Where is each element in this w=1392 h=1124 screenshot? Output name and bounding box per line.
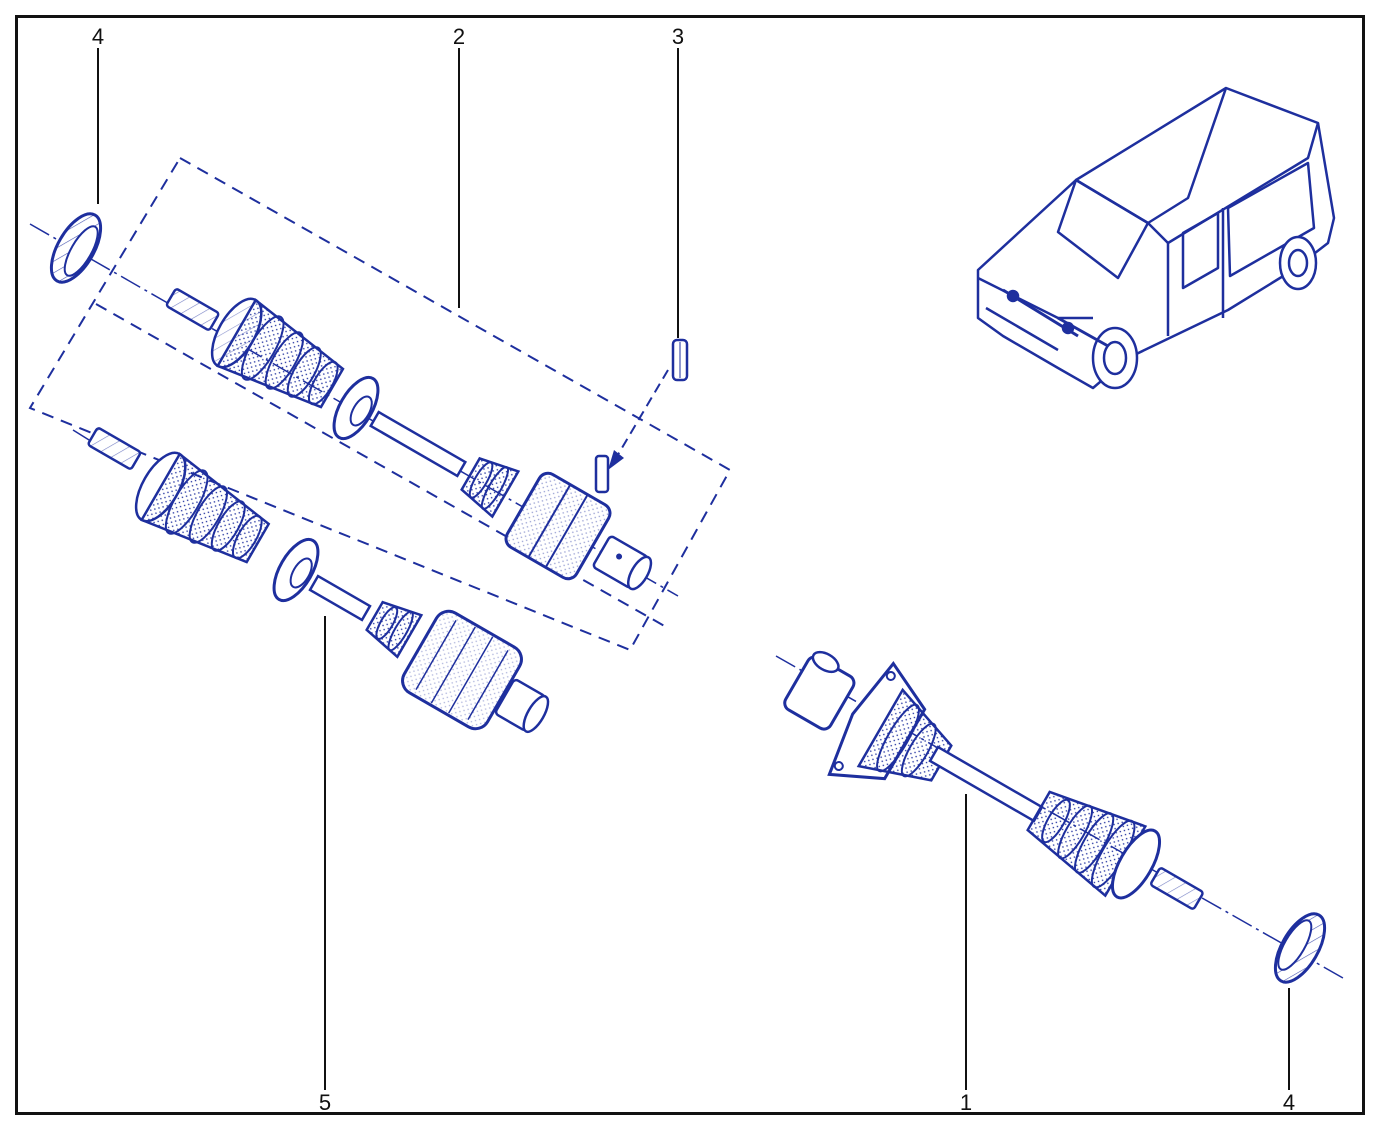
drive-shaft-upper [165, 288, 653, 591]
roll-pin-installed [594, 454, 610, 494]
roll-pin-arrow-head [608, 450, 624, 470]
parts-diagram [28, 48, 1344, 1090]
roll-pin-loose [671, 338, 689, 382]
callout-label-3: 3 [671, 24, 685, 49]
diagram-frame: 4 2 3 5 1 4 [15, 15, 1365, 1115]
drive-shaft-right [783, 650, 1204, 910]
abs-ring-bottom-right [1273, 912, 1327, 984]
exploded-group-box [28, 156, 732, 652]
drive-shaft-lower [87, 427, 550, 734]
van-illustration [976, 86, 1336, 390]
callout-label-2: 2 [452, 24, 466, 49]
callout-label-1: 1 [959, 1090, 973, 1115]
roll-pin-arrow-line [615, 369, 669, 459]
callout-label-4-bottom: 4 [1282, 1090, 1296, 1115]
abs-ring-top-left [49, 212, 103, 284]
callout-label-4-top: 4 [91, 24, 105, 49]
callout-label-5: 5 [318, 1090, 332, 1115]
